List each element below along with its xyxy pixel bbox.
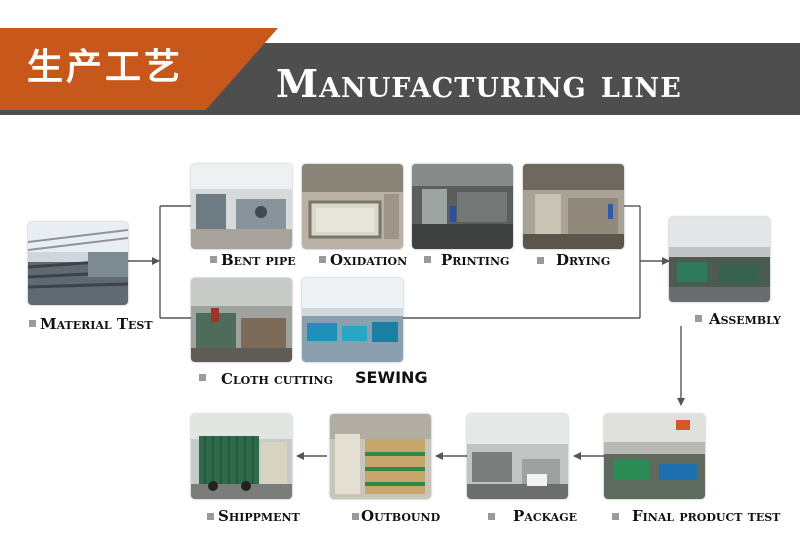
assembly-bullet [695,315,702,322]
outbound-photo [330,414,431,499]
cloth-cutting-photo [191,278,292,362]
bent-pipe-bullet [210,256,217,263]
final-product-test-photo [604,414,705,499]
shippment-bullet [207,513,214,520]
printing-bullet [424,256,431,263]
oxidation-photo [302,164,403,249]
sewing-photo [302,278,403,362]
cloth-cutting-bullet [199,374,206,381]
shippment-photo [191,414,292,499]
drying-bullet [537,257,544,264]
header-title-english: Manufacturing line [276,61,682,106]
oxidation-label: Oxidation [330,251,408,269]
package-label: Package [513,507,577,525]
oxidation-bullet [319,256,326,263]
outbound-label: Outbound [361,507,441,525]
printing-label: Printing [441,251,510,269]
assembly-photo [669,217,770,302]
package-photo [467,414,568,499]
outbound-bullet [352,513,359,520]
bent-pipe-label: Bent pipe [221,251,296,269]
material-test-label: Material Test [40,315,153,333]
sewing-label: SEWING [355,368,428,387]
final-product-test-label: Final product test [632,507,781,525]
header-title-chinese: 生产工艺 [27,47,184,88]
shippment-label: Shippment [218,507,300,525]
bent-pipe-photo [191,164,292,249]
drying-photo [523,164,624,249]
material-test-photo [28,222,128,305]
package-bullet [488,513,495,520]
drying-label: Drying [556,251,611,269]
assembly-label: Assembly [709,310,782,328]
printing-photo [412,164,513,249]
cloth-cutting-label: Cloth cutting [221,370,333,388]
final-product-test-bullet [612,513,619,520]
material-test-bullet [29,320,36,327]
